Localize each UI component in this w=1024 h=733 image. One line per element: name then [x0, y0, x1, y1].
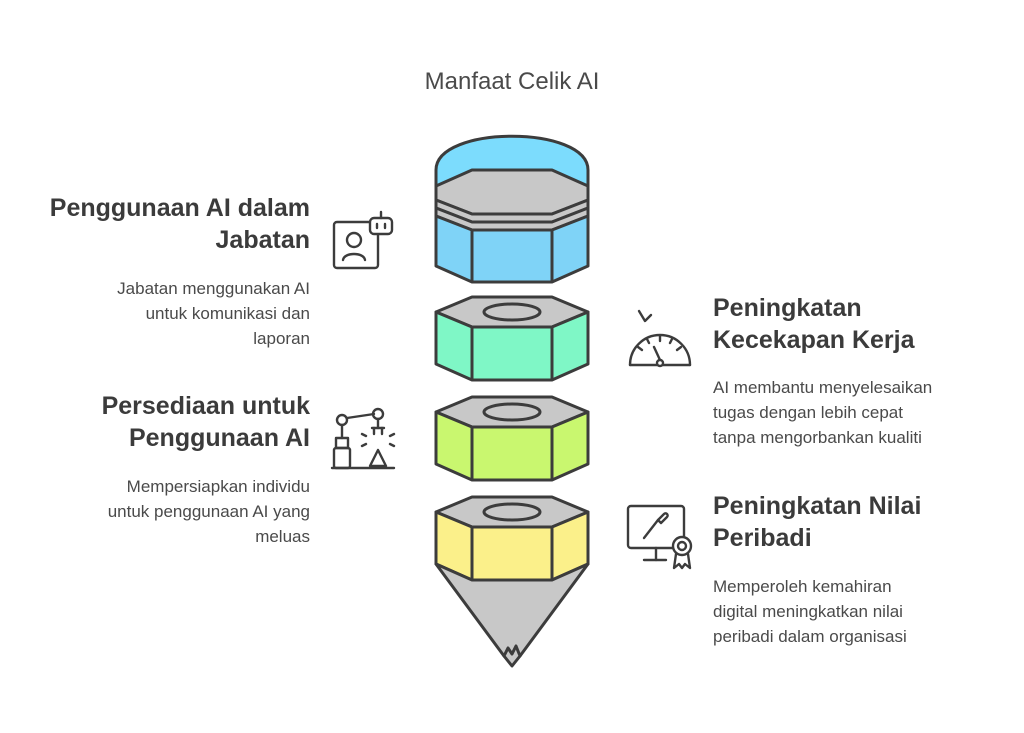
section-1-desc-line1: Jabatan menggunakan AI: [117, 279, 310, 298]
section-4-description: Memperoleh kemahiran digital meningkatka…: [713, 574, 1013, 649]
section-1-desc-line3: laporan: [253, 329, 310, 348]
section-4-heading-line1: Peningkatan Nilai: [713, 492, 922, 520]
tier-3-hex: [434, 395, 590, 482]
section-2-description: AI membantu menyelesaikan tugas dengan l…: [713, 375, 1013, 450]
section-3-desc-line3: meluas: [255, 527, 310, 546]
section-3-description: Mempersiapkan individu untuk penggunaan …: [10, 474, 310, 549]
speedometer-icon: [628, 309, 692, 368]
tier-4-hex: [434, 495, 590, 582]
section-2-desc-line3: tanpa mengorbankan kualiti: [713, 428, 922, 447]
section-1-heading-line1: Penggunaan AI dalam: [49, 194, 310, 222]
section-4-heading: Peningkatan Nilai Peribadi: [713, 490, 1013, 554]
section-1-heading-line2: Jabatan: [215, 226, 310, 254]
section-3-heading-line2: Penggunaan AI: [128, 424, 310, 452]
section-2-desc-line1: AI membantu menyelesaikan: [713, 378, 933, 397]
section-4-desc-line3: peribadi dalam organisasi: [713, 627, 907, 646]
section-2-heading: Peningkatan Kecekapan Kerja: [713, 292, 1013, 356]
section-1-desc-line2: untuk komunikasi dan: [145, 304, 310, 323]
person-robot-icon: [332, 210, 394, 270]
section-1-heading: Penggunaan AI dalam Jabatan: [10, 192, 310, 256]
diagram-title: Manfaat Celik AI: [424, 68, 600, 95]
robot-arm-icon: [330, 407, 396, 470]
section-3-heading: Persediaan untuk Penggunaan AI: [10, 390, 310, 454]
section-3-desc-line2: untuk penggunaan AI yang: [107, 502, 310, 521]
tier-2-hex: [434, 295, 590, 382]
section-1-description: Jabatan menggunakan AI untuk komunikasi …: [10, 276, 310, 351]
section-3-desc-line1: Mempersiapkan individu: [126, 477, 310, 496]
certificate-screen-icon: [626, 504, 693, 570]
section-3-heading-line1: Persediaan untuk: [101, 392, 310, 420]
section-2-desc-line2: tugas dengan lebih cepat: [713, 403, 903, 422]
section-2-heading-line1: Peningkatan: [713, 294, 862, 322]
tier-1-cap: [434, 134, 590, 284]
section-4-desc-line1: Memperoleh kemahiran: [713, 577, 892, 596]
pencil-tip: [434, 562, 590, 668]
section-2-heading-line2: Kecekapan Kerja: [713, 326, 915, 354]
section-4-desc-line2: digital meningkatkan nilai: [713, 602, 903, 621]
section-4-heading-line2: Peribadi: [713, 524, 812, 552]
